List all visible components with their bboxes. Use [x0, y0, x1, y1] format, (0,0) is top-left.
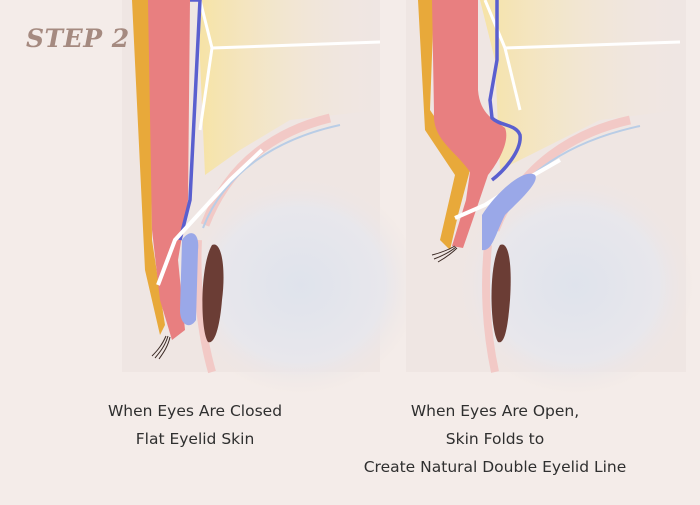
closed-eyelid-skin-muscle: [148, 0, 190, 340]
open-iris: [491, 244, 511, 343]
caption-closed-line-1: When Eyes Are Closed: [107, 402, 283, 420]
open-eye-surface: [482, 244, 499, 373]
closed-levator-line: [178, 0, 202, 241]
closed-eyeball: [180, 175, 420, 395]
closed-septum-vertical: [198, 0, 214, 131]
open-septum-line: [504, 40, 681, 50]
closed-cornea-edge: [202, 124, 341, 229]
open-tarsus: [482, 173, 536, 251]
caption-eyes-open: When Eyes Are Open, Skin Folds to Create…: [330, 397, 660, 481]
open-eyelid-skin-fold: [432, 0, 507, 248]
caption-open-line-2: Skin Folds to: [445, 430, 545, 448]
closed-orbicularis-band: [132, 0, 165, 335]
closed-eyelashes: [151, 335, 171, 360]
open-septum-vertical: [483, 0, 522, 111]
caption-closed-line-2: Flat Eyelid Skin: [135, 430, 255, 448]
caption-eyes-closed: When Eyes Are Closed Flat Eyelid Skin: [40, 397, 350, 453]
open-levator-line: [488, 0, 522, 182]
closed-tarsus: [180, 233, 199, 326]
step-title: STEP 2: [26, 24, 130, 53]
caption-open-line-1: When Eyes Are Open,: [410, 402, 580, 420]
closed-iris: [202, 244, 224, 343]
open-eyeball: [455, 175, 695, 395]
open-eyelashes: [431, 245, 458, 263]
caption-open-line-3: Create Natural Double Eyelid Line: [363, 458, 627, 476]
closed-septum-line: [211, 40, 381, 50]
open-orbicularis-band: [418, 0, 470, 250]
closed-eye-panel: [122, 0, 420, 395]
closed-levator-aponeurosis: [156, 148, 264, 286]
open-eye-panel: [406, 0, 695, 395]
